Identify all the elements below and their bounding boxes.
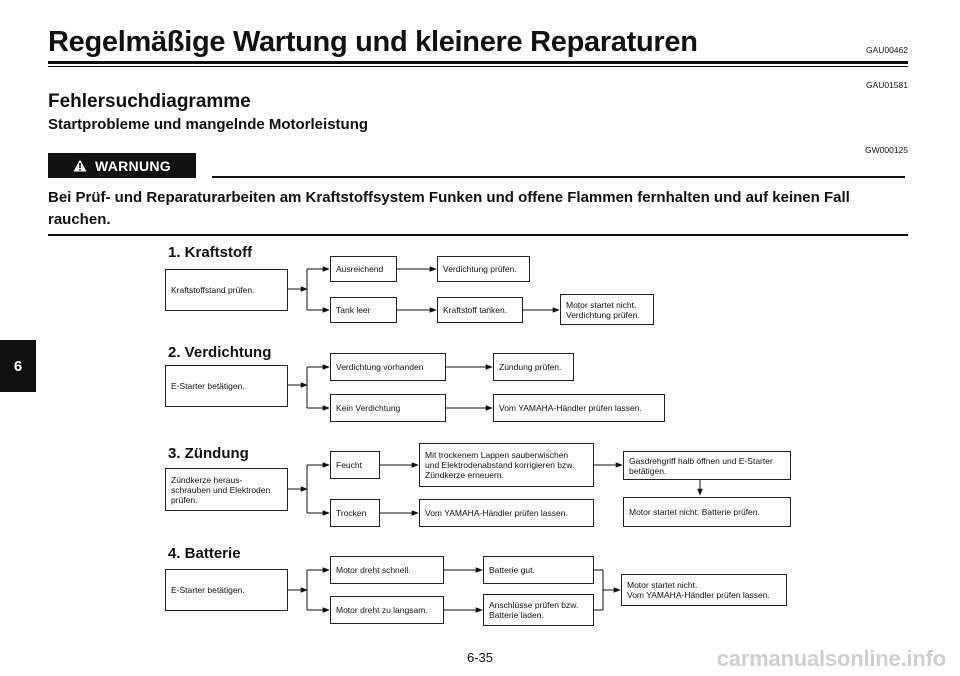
box-battery-fast: Motor dreht schnell. xyxy=(330,556,444,584)
title-rule-thin xyxy=(48,66,908,67)
section-code: GAU01581 xyxy=(865,80,908,90)
box-ignition-start: Zündkerze heraus- schrauben und Elektrod… xyxy=(165,468,288,511)
title-rule xyxy=(48,61,908,64)
box-fuel-ok: Ausreichend xyxy=(330,256,397,282)
box-battery-start: E-Starter betätigen. xyxy=(165,569,288,611)
box-compression-start: E-Starter betätigen. xyxy=(165,365,288,407)
box-battery-slow: Motor dreht zu langsam. xyxy=(330,596,444,624)
box-compression-bad: Kein Verdichtung xyxy=(330,394,446,422)
box-battery-fast-next: Batterie gut. xyxy=(483,556,594,584)
warning-end-rule xyxy=(48,234,908,236)
section-subtitle: Startprobleme und mangelnde Motorleistun… xyxy=(48,116,369,133)
flowchart-title-compression: 2. Verdichtung xyxy=(168,344,272,361)
box-fuel-ok-next: Verdichtung prüfen. xyxy=(437,256,530,282)
box-battery-slow-next: Anschlüsse prüfen bzw. Batterie laden. xyxy=(483,594,594,626)
chapter-tab: 6 xyxy=(0,340,36,392)
box-fuel-bad-final: Motor startet nicht. Verdichtung prüfen. xyxy=(560,294,654,325)
header-code: GAU00462 xyxy=(865,45,908,55)
box-ignition-dry-next: Vom YAMAHA-Händler prüfen lassen. xyxy=(419,499,594,527)
box-compression-ok: Verdichtung vorhanden xyxy=(330,353,446,381)
watermark: carmanualsonline.info xyxy=(716,646,946,671)
warning-box: WARNUNG xyxy=(48,153,196,178)
box-fuel-bad: Tank leer xyxy=(330,297,397,323)
box-compression-ok-next: Zündung prüfen. xyxy=(493,353,574,381)
box-ignition-wet-next: Mit trockenem Lappen sauberwischen und E… xyxy=(419,443,594,487)
warning-rule xyxy=(212,176,905,178)
flowchart-title-ignition: 3. Zündung xyxy=(168,445,249,462)
box-ignition-wet-final: Gasdrehgriff halb öffnen und E-Starter b… xyxy=(623,451,791,480)
section-title: Fehlersuchdiagramme xyxy=(48,91,251,112)
warning-triangle-icon xyxy=(73,159,87,172)
box-compression-bad-next: Vom YAMAHA-Händler prüfen lassen. xyxy=(493,394,665,422)
box-fuel-start: Kraftstoffstand prüfen. xyxy=(165,269,288,311)
warning-label: WARNUNG xyxy=(95,157,171,174)
page-title: Regelmäßige Wartung und kleinere Reparat… xyxy=(48,26,698,58)
box-battery-final: Motor startet nicht. Vom YAMAHA-Händler … xyxy=(621,574,787,606)
flowchart-title-fuel: 1. Kraftstoff xyxy=(168,244,253,261)
flowchart-title-battery: 4. Batterie xyxy=(168,545,241,562)
warning-text: Bei Prüf- und Reparaturarbeiten am Kraft… xyxy=(48,189,850,228)
box-fuel-bad-next: Kraftstoff tanken. xyxy=(437,297,523,323)
box-ignition-wet: Feucht xyxy=(330,451,380,479)
page-number: 6-35 xyxy=(466,650,494,665)
warning-code: GW000125 xyxy=(865,145,908,155)
box-ignition-dry: Trocken xyxy=(330,499,380,527)
box-ignition-wet-result: Motor startet nicht. Batterie prüfen. xyxy=(623,497,791,527)
